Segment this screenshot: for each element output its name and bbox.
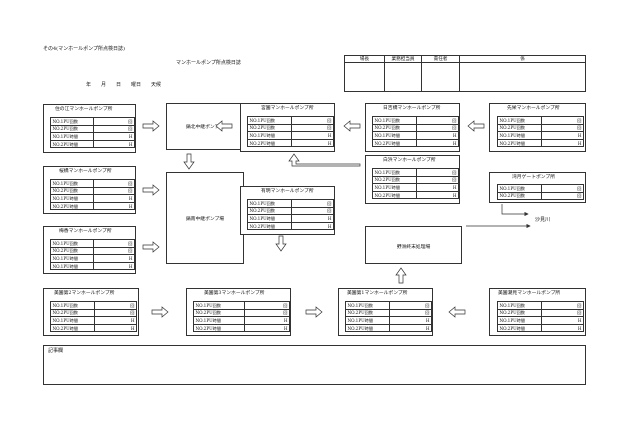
flow-arrow-right — [305, 306, 323, 318]
reading-cell[interactable]: H — [94, 323, 137, 333]
station-title: 美園第3マンホールポンプ所 — [204, 291, 265, 296]
reading-label: NO.1PU時間 — [49, 261, 95, 271]
reading-cell[interactable]: H — [93, 139, 135, 149]
flow-arrow-left — [215, 120, 233, 132]
flow-arrow-left — [448, 306, 466, 318]
form-title: その4(マンホールポンプ所点検日誌) — [43, 46, 125, 52]
station-hiyoshibashi: 日吉橋マンホールポンプ所 NO.1PU回数回 NO.2PU回数回 NO.1PU時… — [365, 103, 460, 152]
station-title: 梅香マンホールポンプ所 — [59, 229, 112, 234]
approval-cell[interactable] — [459, 62, 586, 92]
station-misono-shiomi: 美園潮見マンホールポンプ所 NO.1PU回数回 NO.2PU回数回 NO.1PU… — [489, 288, 586, 336]
reading-label: NO.2PU時間 — [192, 323, 246, 333]
flow-arrow-down — [183, 153, 195, 170]
station-misono-3: 美園第3マンホールポンプ所 NO.1PU回数回 NO.2PU回数回 NO.1PU… — [186, 288, 291, 336]
station-miyazono: 宮園マンホールポンプ所 NO.1PU回数回 NO.2PU回数回 NO.1PU時間… — [240, 103, 335, 152]
flow-arrow-right — [142, 120, 160, 132]
station-shirahama: 白浜マンホールポンプ所 NO.1PU回数回 NO.2PU回数回 NO.1PU時間… — [365, 155, 460, 204]
table-row — [344, 62, 586, 92]
flow-arrow-up — [395, 267, 407, 284]
reading-label: NO.2PU時間 — [49, 139, 95, 149]
station-title: 住の江マンホールポンプ所 — [55, 107, 113, 112]
station-baika: 梅香マンホールポンプ所 NO.1PU回数回 NO.2PU回数回 NO.1PU時間… — [43, 226, 136, 274]
destination-river: 沙見川 — [535, 217, 551, 223]
flow-arrow-right — [142, 241, 160, 253]
facility-south-relay: 鍋南中継ポンプ場 — [166, 172, 244, 264]
reading-cell[interactable]: H — [291, 138, 334, 148]
flow-arrow-left — [467, 120, 485, 132]
station-title: 先栄マンホールポンプ所 — [507, 106, 560, 111]
station-title: 白浜マンホールポンプ所 — [383, 158, 436, 163]
table-row: NO.2PU回数回 — [497, 191, 584, 201]
reading-cell[interactable]: H — [291, 221, 334, 231]
station-sumie: 住の江マンホールポンプ所 NO.1PU回数回 NO.2PU回数回 NO.1PU時… — [43, 104, 136, 153]
station-title: 宮園マンホールポンプ所 — [261, 106, 314, 111]
station-wangetsu-gate: 湾月ゲートポンプ所 NO.1PU回数回 NO.2PU回数回 — [489, 172, 586, 203]
reading-cell[interactable]: H — [541, 323, 584, 333]
remarks-box[interactable]: 記事欄 — [43, 345, 586, 385]
reading-cell[interactable]: H — [244, 323, 290, 333]
flow-arrow-down — [275, 235, 287, 252]
station-misono-2: 美園第2マンホールポンプ所 NO.1PU回数回 NO.2PU回数回 NO.1PU… — [43, 288, 139, 336]
station-title: 美園潮見マンホールポンプ所 — [498, 291, 561, 296]
reading-cell[interactable]: 回 — [541, 191, 584, 201]
station-sakurabashi: 桜橋マンホールポンプ所 NO.1PU回数回 NO.2PU回数回 NO.1PU時間… — [43, 166, 136, 214]
flow-arrow-left — [343, 120, 361, 132]
reading-cell[interactable]: H — [93, 201, 135, 211]
approval-table: 場長 業務担当員 責任者 係 — [344, 55, 586, 92]
station-sakae: 先栄マンホールポンプ所 NO.1PU回数回 NO.2PU回数回 NO.1PU時間… — [489, 103, 586, 152]
reading-cell[interactable]: H — [389, 323, 432, 333]
station-title: 湾月ゲートポンプ所 — [512, 175, 556, 180]
approval-cell[interactable] — [344, 62, 385, 92]
station-misono-1: 美園第1マンホールポンプ所 NO.1PU回数回 NO.2PU回数回 NO.1PU… — [338, 288, 433, 336]
reading-label: NO.2PU時間 — [49, 201, 95, 211]
station-ariake: 有明マンホールポンプ所 NO.1PU回数回 NO.2PU回数回 NO.1PU時間… — [240, 186, 335, 235]
flow-arrow-right — [142, 184, 160, 196]
station-title: 桜橋マンホールポンプ所 — [59, 169, 112, 174]
station-title: 日吉橋マンホールポンプ所 — [383, 106, 441, 111]
reading-cell[interactable]: H — [541, 138, 584, 148]
flow-line-gate-to-river — [501, 204, 529, 217]
document-subtitle: マンホールポンプ所点検日誌 — [176, 60, 241, 66]
station-title: 有明マンホールポンプ所 — [261, 189, 314, 194]
date-weather-line: 年 月 日 曜日 天候 — [86, 82, 162, 88]
flow-arrow-right — [151, 306, 169, 318]
remarks-label: 記事欄 — [48, 348, 64, 354]
reading-cell[interactable]: H — [416, 138, 459, 148]
flow-arrow-up — [288, 153, 361, 167]
station-title: 美園第1マンホールポンプ所 — [347, 291, 408, 296]
reading-cell[interactable]: H — [93, 261, 135, 271]
station-title: 美園第2マンホールポンプ所 — [54, 291, 115, 296]
facility-treatment-plant: 野洲終末処理場 — [365, 226, 462, 264]
station-data-table: NO.1PU回数回 NO.2PU回数回 — [497, 184, 584, 201]
reading-cell[interactable]: H — [416, 190, 459, 200]
